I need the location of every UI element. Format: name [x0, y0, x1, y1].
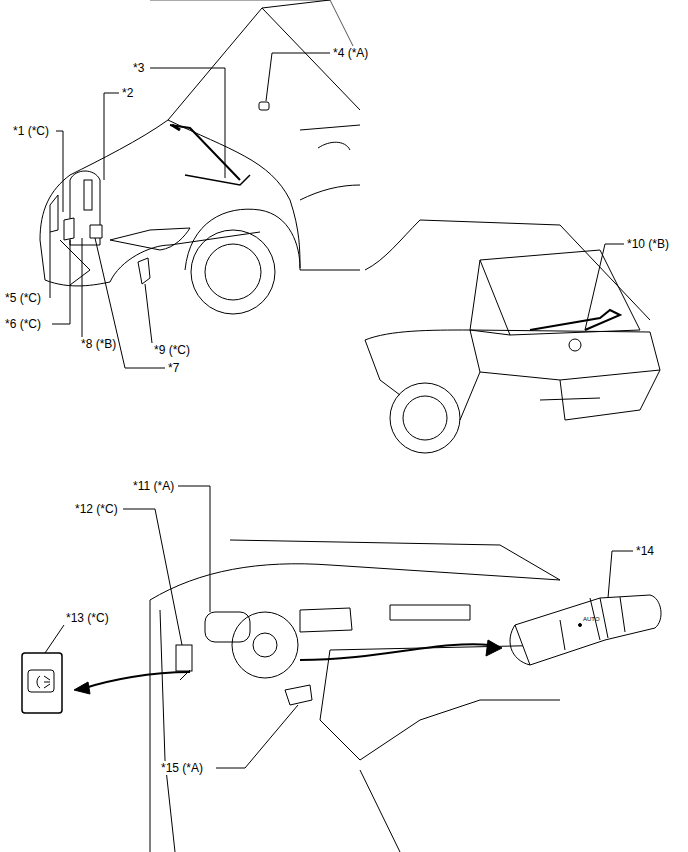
lever-marking: AUTO [582, 616, 601, 623]
dashboard [74, 540, 560, 852]
front-car [40, 0, 360, 314]
switch-icon [22, 653, 62, 713]
callout-number: *1 (*C) [12, 124, 50, 138]
leader-lines [45, 53, 633, 768]
callout-number: *9 (*C) [153, 343, 191, 357]
callout-number: *7 [167, 361, 180, 375]
rear-car [365, 220, 660, 453]
callout-number: *12 (*C) [74, 502, 119, 516]
washer-tank [50, 171, 150, 284]
callout-number: *8 (*B) [80, 337, 117, 351]
callout-number: *5 (*C) [4, 291, 42, 305]
callout-number: *3 [132, 61, 145, 75]
callout-number: *13 (*C) [65, 611, 110, 625]
wiper-lever [510, 595, 661, 665]
callout-number: *10 (*B) [626, 237, 670, 251]
callout-number: *14 [635, 544, 655, 558]
callout-number: *6 (*C) [4, 317, 42, 331]
callout-number: *4 (*A) [332, 46, 369, 60]
callout-number: *15 (*A) [160, 761, 204, 775]
callout-number: *2 [121, 86, 134, 100]
callout-number: *11 (*A) [132, 479, 175, 493]
